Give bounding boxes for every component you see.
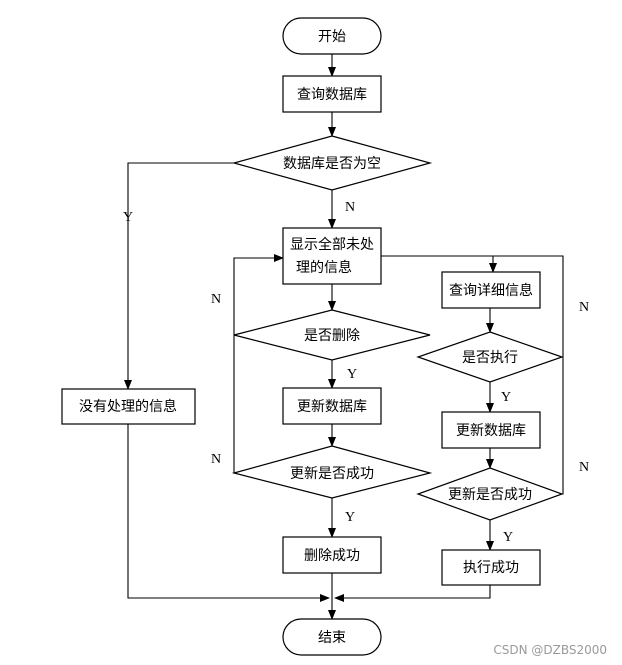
update-ok-right-label: 更新是否成功 [448,487,532,503]
show-all-process: 显示全部未处 理的信息 [282,227,382,285]
branch-label-execute-no: N [579,300,589,315]
delete-decision: 是否删除 [233,309,431,361]
end-label: 结束 [318,630,346,646]
delete-ok-label: 删除成功 [304,548,360,564]
query-db-label: 查询数据库 [297,87,367,103]
branch-label-db-empty-yes: Y [123,210,133,225]
show-all-label-line1: 显示全部未处 [290,236,374,253]
branch-label-update-right-yes: Y [503,530,513,545]
db-empty-label: 数据库是否为空 [283,156,381,172]
show-all-label-line2: 理的信息 [296,259,352,276]
update-ok-left-label: 更新是否成功 [290,466,374,482]
update-db-right-label: 更新数据库 [456,423,526,439]
update-db-left-label: 更新数据库 [297,399,367,415]
branch-label-update-left-no: N [211,452,221,467]
query-db-process: 查询数据库 [282,75,382,113]
branch-label-delete-yes: Y [347,367,357,382]
execute-decision: 是否执行 [416,331,564,383]
db-empty-decision: 数据库是否为空 [231,135,433,191]
connector-left-no-loop [233,254,284,473]
update-ok-right-decision: 更新是否成功 [416,467,564,521]
branch-label-update-right-no: N [579,460,589,475]
update-db-left-process: 更新数据库 [282,387,382,425]
query-detail-label: 查询详细信息 [449,282,533,299]
start-terminal: 开始 [282,17,382,55]
branch-label-update-left-yes: Y [345,510,355,525]
query-detail-process: 查询详细信息 [441,271,541,309]
connector-no-info-to-end [127,424,330,602]
execute-ok-label: 执行成功 [463,560,519,576]
execute-ok-process: 执行成功 [441,549,541,586]
delete-ok-process: 删除成功 [282,536,382,574]
start-label: 开始 [318,29,346,45]
connector-execute-ok-to-end [334,585,491,602]
update-ok-left-decision: 更新是否成功 [231,445,433,499]
branch-label-delete-no: N [211,292,221,307]
end-terminal: 结束 [282,618,382,656]
no-info-label: 没有处理的信息 [79,398,177,415]
watermark: CSDN @DZBS2000 [493,643,607,657]
execute-decision-label: 是否执行 [462,350,518,366]
delete-decision-label: 是否删除 [304,328,360,344]
branch-label-db-empty-no: N [345,200,355,215]
update-db-right-process: 更新数据库 [441,411,541,449]
branch-label-execute-yes: Y [501,390,511,405]
connector-db-empty-yes-to-no-info [124,162,234,390]
no-info-process: 没有处理的信息 [61,388,196,425]
